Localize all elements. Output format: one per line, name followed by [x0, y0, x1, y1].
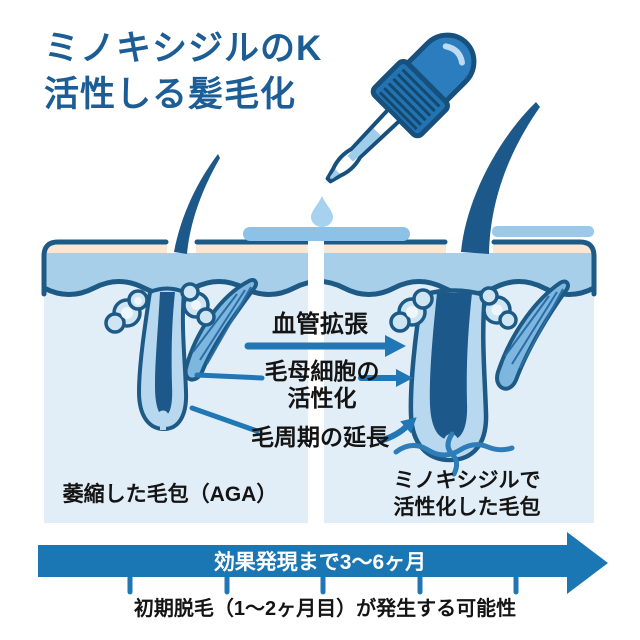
timeline-ticks: [127, 574, 519, 595]
mechanism-arrows: [189, 335, 417, 443]
droplet-icon: [311, 196, 333, 227]
timeline-arrow: [38, 532, 608, 594]
sebaceous-gland-icon: [389, 286, 518, 333]
caption-atrophied-follicle: 萎縮した毛包（AGA）: [62, 483, 278, 506]
label-hair-matrix-line-2: 活性化: [287, 385, 357, 411]
title-line-1: ミノキシジルのK: [44, 29, 323, 68]
label-vasodilation: 血管拡張: [272, 311, 368, 338]
sebaceous-gland-icon: [104, 282, 216, 334]
left-follicle: [104, 154, 259, 432]
caption-activated-line-1: ミノキシジルで: [393, 469, 541, 492]
applied-solution-band: [243, 226, 594, 241]
label-hair-matrix-activation: 毛母細胞の 活性化: [222, 358, 422, 412]
caption-activated-follicle: ミノキシジルで 活性化した毛包: [357, 467, 577, 521]
timeline-note: 初期脱毛（1〜2ヶ月目）が発生する可能性: [133, 598, 517, 620]
label-hair-matrix-line-1: 毛母細胞の: [264, 358, 380, 384]
label-cycle-extension: 毛周期の延長: [251, 424, 389, 450]
title-line-2: 活性しる髪毛化: [44, 74, 297, 114]
caption-activated-line-2: 活性化した毛包: [393, 496, 541, 519]
dropper-icon: [325, 32, 477, 184]
page-title: ミノキシジルのK 活性しる髪毛化: [44, 26, 322, 117]
blood-vessel-icon: [393, 431, 515, 477]
right-follicle: [389, 102, 571, 477]
timeline-arrow-label: 効果発現まで3〜6ヶ月: [213, 551, 427, 574]
panel-divider: [308, 236, 324, 523]
